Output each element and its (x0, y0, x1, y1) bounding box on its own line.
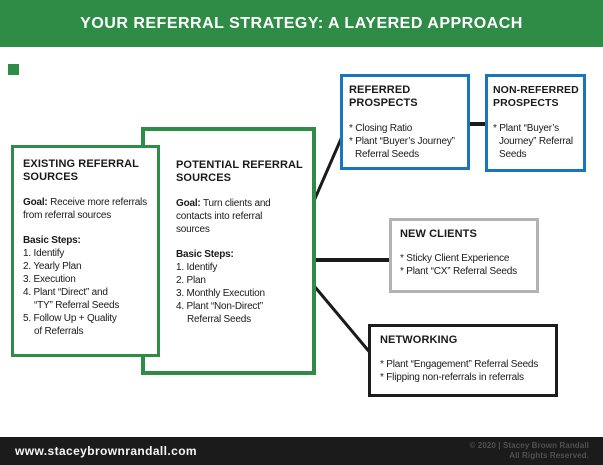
step-line: 1. Identify (23, 248, 65, 259)
rights-line: All Rights Reserved. (509, 451, 589, 460)
box-title: POTENTIAL REFERRAL SOURCES (176, 159, 308, 185)
bullet-line: * Sticky Client Experience (400, 253, 510, 264)
goal-line: sources (176, 224, 210, 235)
title-line: POTENTIAL REFERRAL (176, 159, 303, 171)
goal-line: Goal: Turn clients and (176, 197, 308, 210)
step-line: 4. Plant “Direct” and (23, 287, 108, 298)
box-title: EXISTING REFERRAL SOURCES (23, 158, 153, 184)
goal-block: Goal: Turn clients and contacts into ref… (176, 197, 308, 236)
page-title: YOUR REFERRAL STRATEGY: A LAYERED APPROA… (80, 14, 523, 32)
step-line: of Referrals (34, 326, 84, 337)
goal-block: Goal: Receive more referrals from referr… (23, 196, 153, 222)
step-line: 2. Yearly Plan (23, 261, 82, 272)
box-title: NETWORKING (380, 334, 552, 347)
goal-text: Receive more referrals (47, 197, 147, 208)
step-line: 2. Plan (176, 275, 206, 286)
new-clients-box: NEW CLIENTS * Sticky Client Experience *… (389, 218, 539, 293)
copyright-line: © 2020 | Stacey Brown Randall (469, 441, 589, 450)
step-line: 5. Follow Up + Quality (23, 313, 117, 324)
step-line: 4. Plant “Non-Direct” (176, 301, 263, 312)
goal-line: Goal: Receive more referrals (23, 196, 153, 209)
basic-steps-block: Basic Steps: 1. Identify 2. Yearly Plan … (23, 234, 153, 338)
networking-box: NETWORKING * Plant “Engagement” Referral… (368, 324, 558, 397)
step-line: Referral Seeds (187, 314, 251, 325)
title-line: SOURCES (23, 171, 79, 183)
bullet-line: Journey” Referral (499, 136, 573, 147)
connector-potential-to-networking (308, 280, 374, 356)
website-url: www.staceybrownrandall.com (15, 444, 198, 458)
step-line: 1. Identify (176, 262, 218, 273)
title-line: NETWORKING (380, 334, 458, 346)
goal-label: Goal: (176, 198, 201, 209)
bullet-line: * Plant “CX” Referral Seeds (400, 266, 517, 277)
title-line: NEW CLIENTS (400, 228, 477, 240)
title-line: REFERRED (349, 84, 411, 96)
footer-bar: www.staceybrownrandall.com © 2020 | Stac… (0, 437, 603, 465)
steps-label: Basic Steps: (176, 249, 234, 260)
green-square-marker (8, 64, 19, 75)
box-title: REFERRED PROSPECTS (349, 84, 464, 110)
steps-label: Basic Steps: (23, 235, 81, 246)
non-referred-prospects-box: NON-REFERRED PROSPECTS * Plant “Buyer’s … (485, 74, 586, 172)
box-title: NON-REFERRED PROSPECTS (493, 84, 581, 110)
bullet-line: Seeds (499, 149, 527, 160)
referred-prospects-box: REFERRED PROSPECTS * Closing Ratio * Pla… (340, 74, 470, 170)
goal-text: Turn clients and (200, 198, 271, 209)
header-banner: YOUR REFERRAL STRATEGY: A LAYERED APPROA… (0, 0, 603, 47)
bullet-line: * Plant “Buyer’s (493, 123, 559, 134)
title-line: PROSPECTS (493, 97, 559, 109)
title-line: EXISTING REFERRAL (23, 158, 139, 170)
goal-line: from referral sources (23, 210, 112, 221)
bullet-line: * Plant “Engagement” Referral Seeds (380, 359, 539, 370)
copyright-notice: © 2020 | Stacey Brown Randall All Rights… (469, 441, 589, 461)
step-line: 3. Execution (23, 274, 76, 285)
bullet-line: * Plant “Buyer’s Journey” (349, 136, 455, 147)
step-line: “TY” Referral Seeds (34, 300, 120, 311)
goal-line: contacts into referral (176, 211, 263, 222)
bullet-line: * Flipping non-referrals in referrals (380, 372, 524, 383)
goal-label: Goal: (23, 197, 48, 208)
title-line: PROSPECTS (349, 97, 418, 109)
existing-referral-sources-box: EXISTING REFERRAL SOURCES Goal: Receive … (11, 145, 160, 357)
bullet-line: Referral Seeds (355, 149, 419, 160)
potential-referral-sources-box: POTENTIAL REFERRAL SOURCES Goal: Turn cl… (141, 127, 316, 375)
step-line: 3. Monthly Execution (176, 288, 265, 299)
bullet-line: * Closing Ratio (349, 123, 413, 134)
title-line: SOURCES (176, 172, 232, 184)
basic-steps-block: Basic Steps: 1. Identify 2. Plan 3. Mont… (176, 248, 308, 326)
title-line: NON-REFERRED (493, 84, 579, 96)
box-title: NEW CLIENTS (400, 228, 533, 241)
